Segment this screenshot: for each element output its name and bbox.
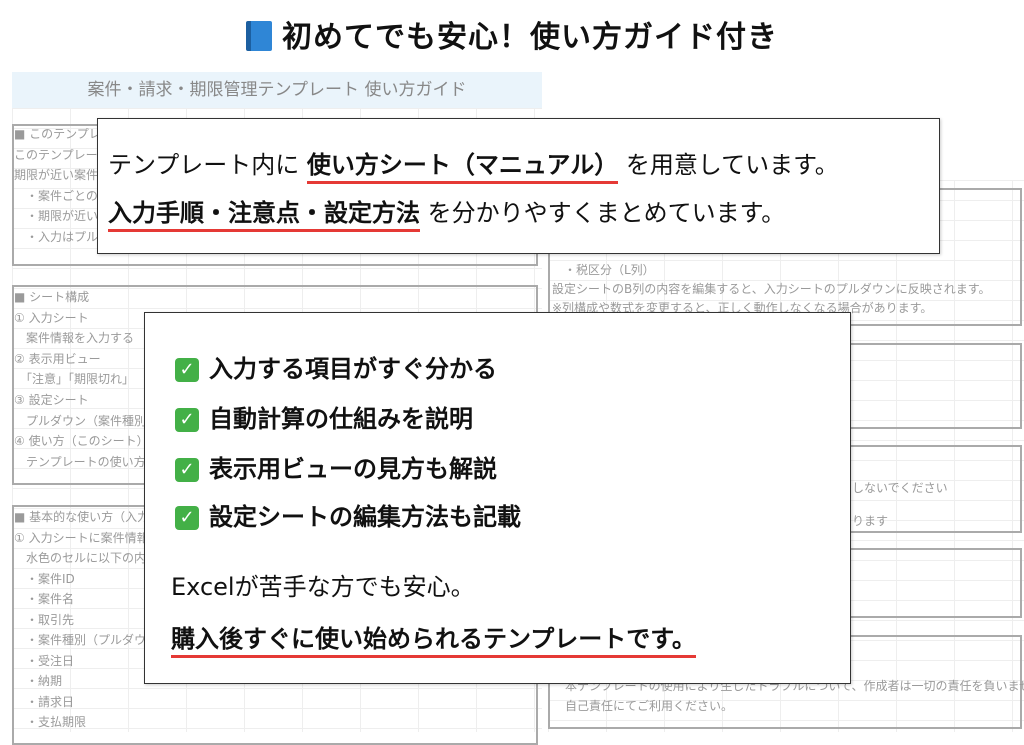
- sheet-text-line: 「注意」「期限切れ」: [14, 372, 135, 387]
- sheet-text-line: ※列構成や数式を変更すると、正しく動作しなくなる場合があります。: [552, 301, 933, 315]
- feature-text: 設定シートの編集方法も記載: [209, 503, 521, 531]
- sheet-text-line: ① 入力シート: [14, 310, 89, 325]
- sheet-text-line: テンプレートの使い方: [14, 454, 146, 469]
- feature-item: ✓ 表示用ビューの見方も解説: [175, 449, 497, 484]
- sheet-text-line: 水色のセルに以下の内: [14, 551, 147, 565]
- page-title: 初めてでも安心！使い方ガイド付き: [0, 12, 1024, 56]
- sheet-text-line: ② 表示用ビュー: [14, 351, 101, 366]
- feature-text: 入力する項目がすぐ分かる: [209, 355, 497, 383]
- text: を用意しています。: [618, 151, 839, 179]
- sheet-text-line: ・請求日: [14, 694, 75, 709]
- sheet-text-line: ・案件ID: [14, 571, 75, 586]
- sheet-text-line: ・案件種別（プルダウ: [14, 633, 147, 647]
- sheet-text-line: ・取引先: [14, 612, 75, 627]
- sheet-text-line: しないでください: [852, 481, 948, 495]
- sheet-text-line: ・期限が近い: [14, 209, 99, 223]
- sheet-text-line: ・税区分（L列）: [552, 263, 655, 277]
- sheet-text-line: このテンプレー: [14, 147, 98, 162]
- closing-text: 購入後すぐに使い始められるテンプレートです。: [171, 625, 696, 658]
- blue-book-icon: [246, 21, 272, 51]
- sheet-text-line: ■ 基本的な使い方（入力: [14, 510, 150, 524]
- emphasis-text: 使い方シート（マニュアル）: [306, 151, 619, 184]
- title-text: 初めてでも安心！使い方ガイド付き: [282, 20, 778, 55]
- callout-line-1: テンプレート内に 使い方シート（マニュアル） を用意しています。: [108, 145, 839, 184]
- sheet-text-line: ・受注日: [14, 653, 75, 668]
- callout-line-2: 入力手順・注意点・設定方法 を分かりやすくまとめています。: [108, 193, 786, 232]
- sheet-text-line: ・納期: [14, 674, 63, 688]
- feature-item: ✓ 設定シートの編集方法も記載: [175, 497, 521, 532]
- sheet-text-line: ・案件ごとの: [14, 188, 98, 203]
- callout-features: ✓ 入力する項目がすぐ分かる ✓ 自動計算の仕組みを説明 ✓ 表示用ビューの見方も解説…: [144, 312, 851, 684]
- sheet-text-line: ■ このテンプレ: [14, 127, 101, 141]
- sheet-text-line: ④ 使い方（このシート）: [14, 434, 149, 449]
- emphasis-text: 入力手順・注意点・設定方法: [108, 199, 420, 232]
- note-text: Excelが苦手な方でも安心。: [171, 573, 475, 601]
- text: を分かりやすくまとめています。: [420, 199, 786, 227]
- sheet-header: 案件・請求・期限管理テンプレート 使い方ガイド: [12, 72, 542, 108]
- green-check-icon: ✓: [175, 458, 199, 482]
- sheet-text-line: ります: [852, 514, 889, 528]
- sheet-text-line: ・案件名: [14, 592, 75, 606]
- feature-text: 表示用ビューの見方も解説: [209, 455, 497, 483]
- text: テンプレート内に: [108, 151, 307, 179]
- green-check-icon: ✓: [175, 506, 199, 530]
- sheet-text-line: ・支払期限: [14, 715, 87, 729]
- green-check-icon: ✓: [175, 358, 199, 382]
- sheet-text-line: ③ 設定シート: [14, 393, 89, 407]
- callout-manual: テンプレート内に 使い方シート（マニュアル） を用意しています。 入力手順・注意…: [97, 118, 940, 254]
- sheet-text-line: プルダウン（案件種別: [14, 413, 147, 428]
- feature-item: ✓ 自動計算の仕組みを説明: [175, 399, 473, 434]
- feature-text: 自動計算の仕組みを説明: [209, 405, 473, 433]
- green-check-icon: ✓: [175, 408, 199, 432]
- sheet-text-line: 案件情報を入力する: [14, 331, 135, 346]
- sheet-text-line: 期限が近い案件: [14, 168, 99, 182]
- sheet-text-line: ■ シート構成: [14, 290, 90, 304]
- sheet-text-line: ・入力はプル: [14, 229, 99, 244]
- sheet-text-line: 自己責任にてご利用ください。: [565, 699, 734, 713]
- sheet-text-line: ① 入力シートに案件情報: [14, 530, 149, 545]
- sheet-text-line: 設定シートのB列の内容を編集すると、入力シートのプルダウンに反映されます。: [552, 282, 991, 296]
- feature-item: ✓ 入力する項目がすぐ分かる: [175, 349, 497, 384]
